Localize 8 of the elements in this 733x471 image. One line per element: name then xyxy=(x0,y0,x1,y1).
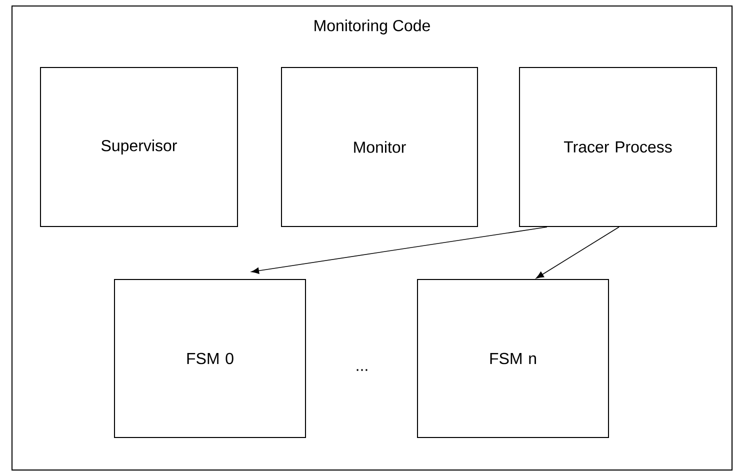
ellipsis: ... xyxy=(356,369,368,371)
process-box: Monitor xyxy=(281,67,478,227)
process-box: FSM 0 xyxy=(114,279,306,438)
process-box: Supervisor xyxy=(40,67,238,227)
arrow xyxy=(251,226,548,274)
arrow xyxy=(536,226,620,279)
process-box: Tracer Process xyxy=(519,67,717,227)
process-box: FSM n xyxy=(417,279,609,438)
